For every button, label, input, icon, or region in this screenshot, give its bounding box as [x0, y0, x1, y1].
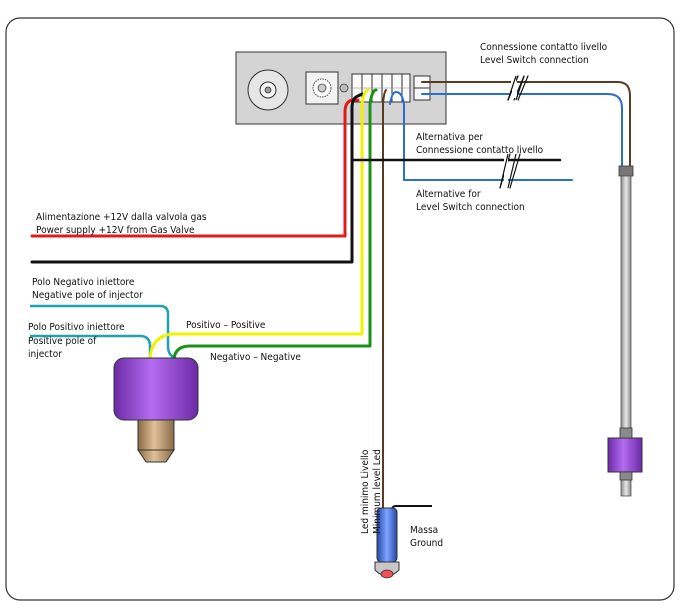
status-light: [339, 83, 349, 93]
label-alt-it-1: Alternativa per: [416, 132, 483, 143]
label-power-en: Power supply +12V from Gas Valve: [36, 225, 195, 236]
label-neg-pole-it: Polo Negativo iniettore: [32, 277, 135, 288]
wire-brown-level: [421, 81, 631, 169]
wire-led: [382, 89, 387, 511]
label-massa: Massa: [410, 525, 438, 536]
wire-break-top: [507, 75, 525, 101]
label-ground: Ground: [410, 538, 443, 549]
label-led-en: Minimum level Led: [372, 449, 383, 534]
level-sensor: [607, 165, 643, 497]
wire-blue-alt: [389, 91, 573, 181]
label-power-it: Alimentazione +12V dalla valvola gas: [36, 212, 207, 223]
wire-black-ground: [30, 92, 364, 264]
label-led-it: Led minimo Livello: [360, 449, 371, 534]
label-pos-pole-it: Polo Positivo iniettore: [28, 322, 125, 333]
wire-green-negative: [368, 88, 378, 348]
wire-yellow-positive: [360, 88, 370, 336]
injector-nozzle: [137, 419, 175, 451]
label-level-switch-it: Connessione contatto livello: [480, 42, 608, 53]
injector-body: [113, 357, 199, 421]
sensor-float: [607, 437, 643, 473]
label-alt-en-1: Alternative for: [416, 189, 481, 200]
wire-blue-level: [421, 93, 623, 169]
wire-green-inj: [172, 344, 370, 359]
label-positivo: Positivo – Positive: [186, 320, 266, 331]
sensor-rod: [620, 175, 632, 497]
wire-teal-neg: [30, 304, 177, 360]
label-negativo: Negativo – Negative: [210, 352, 301, 363]
injector: [30, 304, 370, 463]
label-neg-pole-en: Negative pole of injector: [32, 290, 143, 301]
label-pos-pole-en-2: injector: [28, 349, 62, 360]
wire-yellow-inj: [148, 332, 362, 359]
label-alt-en-2: Level Switch connection: [416, 202, 525, 213]
label-alt-it-2: Connessione contatto livello: [416, 145, 544, 156]
label-level-switch-en: Level Switch connection: [480, 55, 589, 66]
led: [374, 505, 432, 579]
led-light: [380, 569, 394, 579]
wire-teal-pos: [30, 334, 152, 358]
control-unit: [235, 51, 447, 125]
label-pos-pole-en-1: Positive pole of: [28, 336, 97, 347]
wire-break-mid: [499, 153, 517, 189]
